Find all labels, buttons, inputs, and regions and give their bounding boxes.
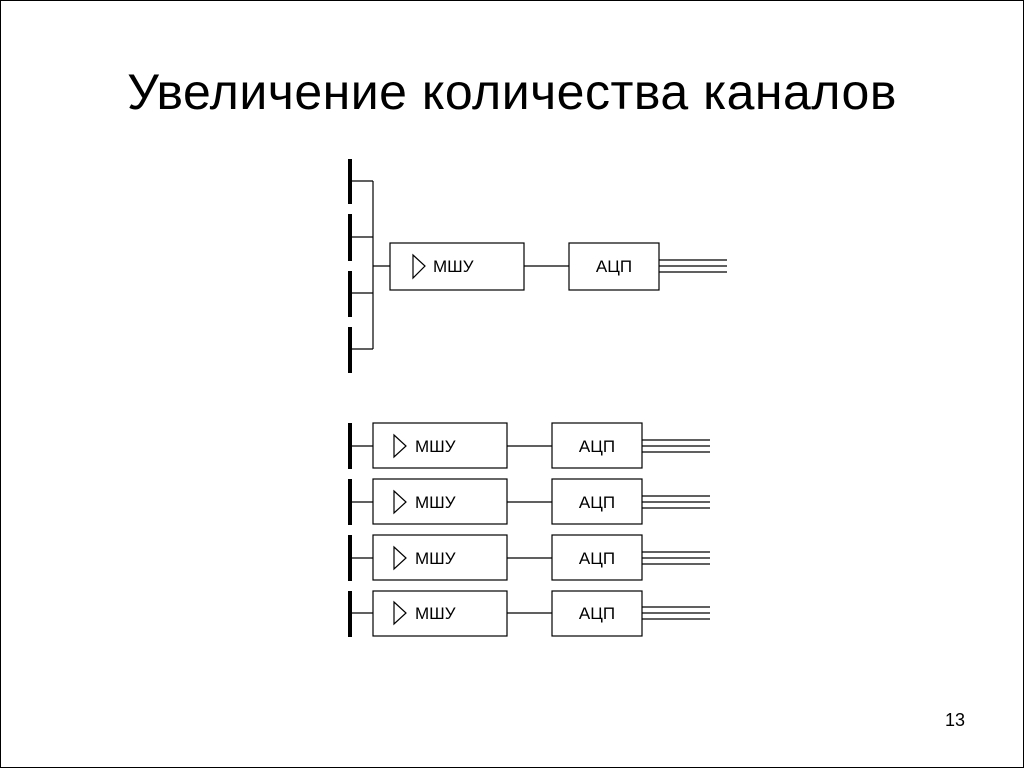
lna-block: [372, 422, 508, 469]
adc-block: [551, 478, 643, 525]
adc-block: [551, 422, 643, 469]
adc-label: АЦП: [579, 604, 615, 623]
adc-block: АЦП: [568, 242, 660, 291]
lna-block: [372, 478, 508, 525]
antenna-array: [348, 159, 390, 373]
lna-label: МШУ: [415, 437, 456, 456]
adc-block: [551, 590, 643, 637]
digital-output-bus: [642, 439, 710, 453]
lna-block: [372, 534, 508, 581]
lna-label: МШУ: [415, 549, 456, 568]
page-number: 13: [944, 710, 965, 730]
amplifier-icon: [393, 600, 407, 626]
adc-label: АЦП: [579, 549, 615, 568]
adc-label: АЦП: [579, 437, 615, 456]
lna-label: МШУ: [415, 604, 456, 623]
slide-title: Увеличение количества каналов: [127, 64, 897, 120]
lna-label: МШУ: [433, 257, 474, 276]
digital-output-bus: [642, 495, 710, 509]
amplifier-icon: [412, 253, 426, 280]
separate-channel-2: МШУ АЦП: [348, 478, 710, 525]
adc-block: [551, 534, 643, 581]
amplifier-icon: [393, 433, 407, 459]
adc-label: АЦП: [596, 257, 632, 276]
separate-channel-3: МШУ АЦП: [348, 534, 710, 581]
adc-label: АЦП: [579, 493, 615, 512]
lna-block: [372, 590, 508, 637]
digital-output-bus: [642, 551, 710, 565]
separate-channel-1: МШУ АЦП: [348, 422, 710, 469]
digital-output-bus: [642, 606, 710, 620]
combined-channel: МШУ АЦП: [348, 159, 727, 373]
separate-channel-4: МШУ АЦП: [348, 590, 710, 637]
amplifier-icon: [393, 545, 407, 571]
lna-block: МШУ: [389, 242, 525, 291]
amplifier-icon: [393, 489, 407, 515]
lna-label: МШУ: [415, 493, 456, 512]
digital-output-bus: [659, 259, 727, 273]
